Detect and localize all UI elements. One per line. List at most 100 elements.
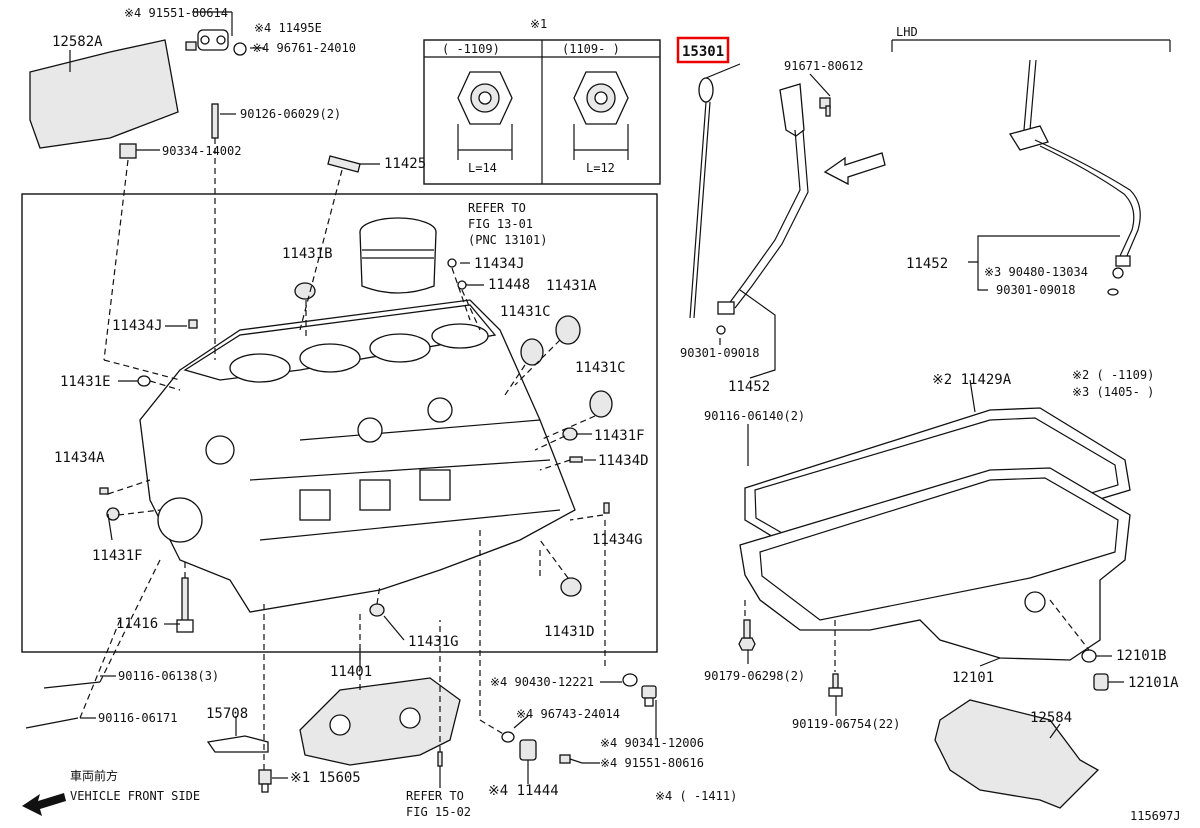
stud-90126[interactable] <box>211 103 219 139</box>
label-11448[interactable]: 11448 <box>488 277 530 293</box>
pin-11425[interactable] <box>327 155 361 173</box>
label-12101b[interactable]: 12101B <box>1116 648 1167 664</box>
label-90301-09018[interactable]: 90301-09018 <box>680 346 759 360</box>
label-90341[interactable]: ※4 90341-12006 <box>600 736 704 750</box>
label-11444[interactable]: ※4 11444 <box>488 783 559 799</box>
label-91551-80616[interactable]: ※4 91551-80616 <box>600 756 704 770</box>
pin-11434a[interactable] <box>99 487 109 495</box>
label-15708[interactable]: 15708 <box>206 706 248 722</box>
label-90116-06138[interactable]: 90116-06138(3) <box>118 669 219 683</box>
label-11431c-a[interactable]: 11431C <box>500 304 551 320</box>
plug-15605[interactable] <box>258 769 272 793</box>
oil-pan-12101[interactable] <box>739 467 1131 661</box>
bracket-15708[interactable] <box>206 735 269 753</box>
label-11431f-l[interactable]: 11431F <box>92 548 143 564</box>
label-12101a[interactable]: 12101A <box>1128 675 1179 691</box>
plug-11431c-a[interactable] <box>520 338 544 366</box>
plug-11434j-top[interactable] <box>447 258 457 268</box>
bolt-90119[interactable] <box>828 673 843 697</box>
label-11429a[interactable]: ※2 11429A <box>932 372 1012 388</box>
label-15301[interactable]: 15301 <box>682 44 724 60</box>
plug-11431d[interactable] <box>560 577 582 597</box>
label-90430[interactable]: ※4 90430-12221 <box>490 675 594 689</box>
label-11434j-top[interactable]: 11434J <box>474 256 525 272</box>
plug-11431g[interactable] <box>369 603 385 617</box>
pin-11434g[interactable] <box>603 502 610 514</box>
plug-11434j-left[interactable] <box>188 319 198 329</box>
bolt-91551-80616[interactable] <box>559 754 583 764</box>
label-11431d[interactable]: 11431D <box>544 624 595 640</box>
gasket-90480-lhd[interactable] <box>1112 267 1124 279</box>
bolt-90179[interactable] <box>738 619 756 651</box>
gasket-90301-main[interactable] <box>716 325 726 335</box>
label-90301-lhd[interactable]: 90301-09018 <box>996 283 1075 297</box>
bolt-11416[interactable] <box>176 577 194 633</box>
label-12582a[interactable]: 12582A <box>52 34 103 50</box>
label-91551-80614[interactable]: ※4 91551-80614 <box>124 6 228 20</box>
gasket-12101b[interactable] <box>1081 649 1097 663</box>
label-11434g[interactable]: 11434G <box>592 532 643 548</box>
label-96761-24010[interactable]: ※4 96761-24010 <box>252 41 356 55</box>
plug-90341[interactable] <box>641 685 657 707</box>
label-11416[interactable]: 11416 <box>116 616 158 632</box>
label-90126[interactable]: 90126-06029(2) <box>240 107 341 121</box>
label-11452[interactable]: 11452 <box>728 379 770 395</box>
label-11431b[interactable]: 11431B <box>282 246 333 262</box>
label-11452-lhd[interactable]: 11452 <box>906 256 948 272</box>
gasket-90301-lhd[interactable] <box>1107 288 1119 296</box>
label-11434d[interactable]: 11434D <box>598 453 649 469</box>
label-11431e[interactable]: 11431E <box>60 374 111 390</box>
plug-11431f-r[interactable] <box>562 427 578 441</box>
label-11495e[interactable]: ※4 11495E <box>254 21 322 35</box>
label-12101[interactable]: 12101 <box>952 670 994 686</box>
dipstick-guide-11452-lhd[interactable] <box>1008 59 1141 267</box>
label-11431a[interactable]: 11431A <box>546 278 597 294</box>
direction-arrow-icon <box>823 152 886 186</box>
label-11431f-r[interactable]: 11431F <box>594 428 645 444</box>
o-ring-96743[interactable] <box>501 731 515 743</box>
pin-11434d[interactable] <box>569 456 583 463</box>
engine-block-frame <box>21 193 658 653</box>
label-11401[interactable]: 11401 <box>330 664 372 680</box>
plug-11431a[interactable] <box>555 315 581 345</box>
plug-12101a[interactable] <box>1093 673 1109 691</box>
plug-11431f-l[interactable] <box>106 507 120 521</box>
baffle-plate-12584[interactable] <box>934 699 1100 809</box>
label-11425[interactable]: 11425 <box>384 156 426 172</box>
label-90116-06140[interactable]: 90116-06140(2) <box>704 409 805 423</box>
label-91671[interactable]: 91671-80612 <box>784 59 863 73</box>
stud-90116-06171[interactable] <box>25 717 79 729</box>
label-90480[interactable]: ※3 90480-13034 <box>984 265 1088 279</box>
label-96743[interactable]: ※4 96743-24014 <box>516 707 620 721</box>
label-refer-1502-a[interactable]: REFER TO <box>406 789 464 803</box>
label-refer-1301-a[interactable]: REFER TO <box>468 201 526 215</box>
label-12584[interactable]: 12584 <box>1030 710 1072 726</box>
label-refer-1301-b[interactable]: FIG 13-01 <box>468 217 533 231</box>
label-refer-1301-c[interactable]: (PNC 13101) <box>468 233 547 247</box>
label-90119[interactable]: 90119-06754(22) <box>792 717 900 731</box>
gasket-90430[interactable] <box>622 673 638 687</box>
label-refer-1502-b[interactable]: FIG 15-02 <box>406 805 471 819</box>
label-90179[interactable]: 90179-06298(2) <box>704 669 805 683</box>
plug-90334[interactable] <box>119 143 137 159</box>
stud-90116-06138[interactable] <box>43 681 101 689</box>
label-11431c-b[interactable]: 11431C <box>575 360 626 376</box>
plug-11431b[interactable] <box>294 282 316 300</box>
heat-insulator-12582a[interactable] <box>29 39 179 149</box>
bracket-11495e[interactable] <box>185 29 247 56</box>
plug-11431e[interactable] <box>137 375 151 387</box>
leader-lines <box>69 11 1124 788</box>
label-11434j-left[interactable]: 11434J <box>112 318 163 334</box>
dipstick-guide-11452[interactable] <box>717 83 809 315</box>
plug-11431c-b[interactable] <box>589 390 613 418</box>
label-15605[interactable]: ※1 15605 <box>290 770 361 786</box>
dipstick-15301[interactable] <box>689 77 714 319</box>
label-11431g[interactable]: 11431G <box>408 634 459 650</box>
bearing-cap-11401[interactable] <box>299 677 461 766</box>
sensor-11444[interactable] <box>519 739 537 761</box>
cylinder-block-11401[interactable] <box>139 299 576 613</box>
label-90116-06171[interactable]: 90116-06171 <box>98 711 177 725</box>
bolt-91671[interactable] <box>819 97 831 117</box>
label-90334[interactable]: 90334-14002 <box>162 144 241 158</box>
label-11434a[interactable]: 11434A <box>54 450 105 466</box>
